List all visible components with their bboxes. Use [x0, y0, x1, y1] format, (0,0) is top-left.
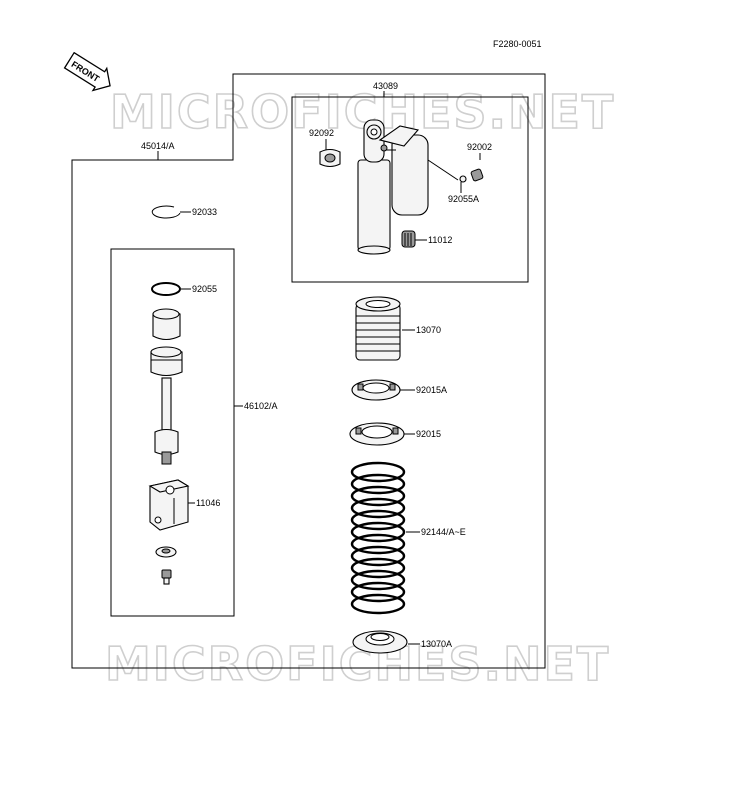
label-46102: 46102/A: [244, 401, 278, 411]
label-13070A: 13070A: [421, 639, 452, 649]
front-arrow-icon: FRONT: [63, 51, 111, 92]
clevis-11046: [148, 479, 190, 531]
label-13070: 13070: [416, 325, 441, 335]
shock-body-box-43089: [291, 96, 529, 283]
label-92015A: 92015A: [416, 385, 447, 395]
label-92002: 92002: [467, 142, 492, 152]
spring-seat-13070A: [352, 630, 408, 654]
label-92015: 92015: [416, 429, 441, 439]
piston-rod-assembly: [150, 308, 183, 465]
shock-absorber-body: [357, 119, 429, 255]
label-11046: 11046: [196, 498, 220, 508]
lock-nut: [155, 546, 177, 558]
adjuster-nut-92015: [349, 422, 405, 446]
label-92144: 92144/A~E: [421, 527, 466, 537]
bushing-92092: [319, 148, 341, 168]
o-ring-92055: [151, 282, 181, 296]
bump-rubber-13070: [355, 296, 401, 361]
adjuster-nut-92015A: [351, 379, 401, 401]
cap-11012: [401, 230, 416, 248]
label-92092: 92092: [309, 128, 334, 138]
label-45014: 45014/A: [141, 141, 175, 151]
label-43089: 43089: [373, 81, 398, 91]
coil-spring-92144: [350, 461, 406, 615]
small-bolt: [161, 569, 172, 585]
label-11012: 11012: [428, 235, 452, 245]
watermark-top: MICROFICHES.NET: [110, 85, 615, 139]
circlip-92033: [151, 205, 181, 219]
valve-92002: [427, 159, 484, 183]
diagram-code: F2280-0051: [493, 39, 542, 49]
piston-rod-box-46102: [110, 248, 235, 617]
label-92033: 92033: [192, 207, 217, 217]
label-92055A: 92055A: [448, 194, 479, 204]
assembly-outline-45014: [71, 73, 546, 669]
label-92055: 92055: [192, 284, 217, 294]
